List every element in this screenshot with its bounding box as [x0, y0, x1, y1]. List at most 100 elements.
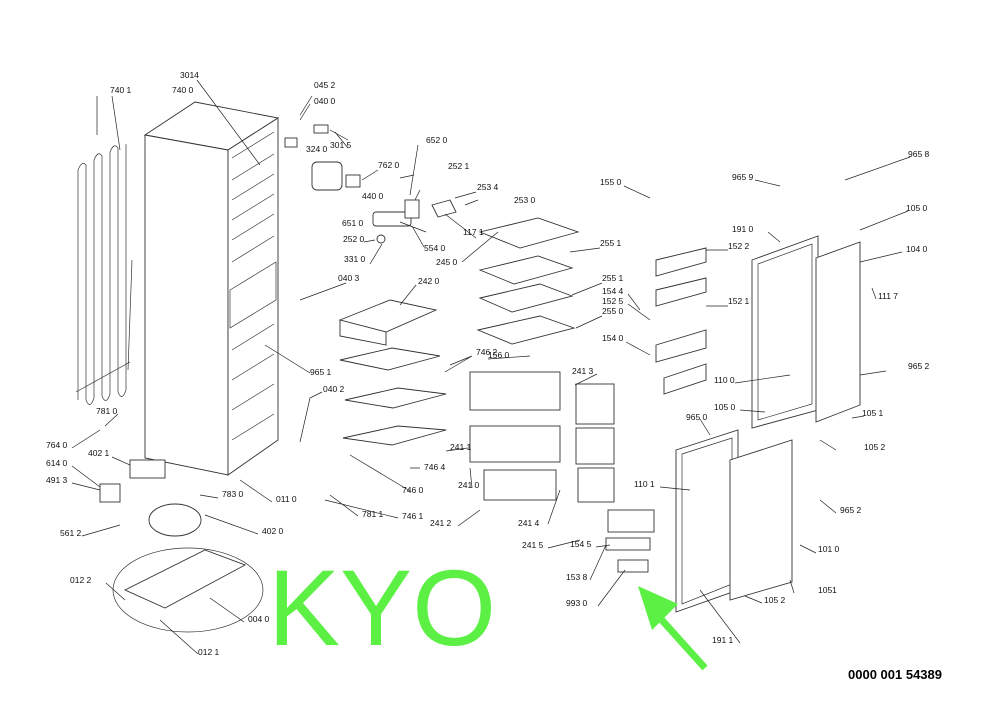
part-label: 783 0: [222, 489, 244, 499]
wire-shelf-2: [344, 387, 447, 409]
flap-241-4: [575, 427, 615, 465]
part-label: 152 5: [602, 296, 624, 306]
part-label: 152 2: [728, 241, 750, 251]
part-label: 105 1: [862, 408, 884, 418]
base-outline: [112, 547, 264, 633]
part-label: 045 2: [314, 80, 336, 90]
part-label: 3014: [180, 70, 199, 80]
part-label: 241 4: [518, 518, 540, 528]
part-label: 241 1: [450, 442, 472, 452]
part-label: 554 0: [424, 243, 446, 253]
cabinet-body: [143, 101, 280, 476]
part-label: 764 0: [46, 440, 68, 450]
part-label: 245 0: [436, 257, 458, 267]
part-label: 241 5: [522, 540, 544, 550]
part-label: 105 0: [906, 203, 928, 213]
part-label: 012 2: [70, 575, 92, 585]
part-label: 117 1: [463, 227, 484, 237]
part-label: 491 3: [46, 475, 68, 485]
freezer-box-side: [339, 319, 387, 346]
flap-241-3: [575, 383, 615, 425]
door-bin-154-0: [663, 363, 707, 395]
flap-241-5: [577, 467, 615, 503]
part-label: 746 4: [424, 462, 446, 472]
part-label: 105 2: [864, 442, 886, 452]
door-bin-152-5: [655, 277, 707, 307]
compressor: [148, 503, 202, 537]
freezer-door-101-0: [729, 439, 793, 601]
fan-motor: [311, 161, 343, 191]
part-label: 156 0: [488, 350, 510, 360]
fridge-door-104-0: [815, 241, 861, 423]
shelf-255-1: [478, 255, 574, 285]
part-label: 965 0: [686, 412, 708, 422]
leader-lines: [71, 79, 911, 655]
part-label: 740 1: [110, 85, 132, 95]
part-label: 740 0: [172, 85, 194, 95]
part-993: [617, 559, 649, 573]
part-label: 155 0: [600, 177, 622, 187]
part-label: 040 3: [338, 273, 360, 283]
part-label: 255 1: [600, 238, 622, 248]
drawer-241-0: [469, 425, 561, 463]
part-label: 255 0: [602, 306, 624, 316]
part-knob: [376, 234, 386, 244]
part-label: 153 8: [566, 572, 588, 582]
part-label: 746 1: [402, 511, 424, 521]
part-label: 011 0: [276, 494, 297, 504]
part-label: 965 1: [310, 367, 332, 377]
part-label: 154 5: [570, 539, 592, 549]
part-label: 301 5: [330, 140, 352, 150]
door-bin-152-2: [655, 247, 707, 277]
door-gasket-inner: [757, 243, 813, 421]
shelf-255-0: [476, 315, 576, 345]
part-label: 331 0: [344, 254, 366, 264]
drawer-241-2: [483, 469, 557, 501]
part-label: 252 0: [343, 234, 365, 244]
part-label: 241 0: [458, 480, 480, 490]
wire-shelf-3: [342, 425, 447, 446]
part-label: 253 0: [514, 195, 536, 205]
part-402-1: [129, 459, 166, 479]
part-label: 1051: [818, 585, 837, 595]
part-small: [404, 199, 420, 219]
condenser-coil: [75, 144, 133, 405]
door-gasket-191-1: [675, 429, 739, 613]
part-label: 241 3: [572, 366, 594, 376]
part-label: 965 8: [908, 149, 930, 159]
part-small: [431, 199, 457, 218]
part-label: 965 9: [732, 172, 754, 182]
part-label: 781 0: [96, 406, 118, 416]
part-label: 402 0: [262, 526, 284, 536]
part-label: 012 1: [198, 647, 220, 657]
part-154-5: [607, 509, 655, 533]
part-label: 241 2: [430, 518, 452, 528]
part-label: 105 2: [764, 595, 786, 605]
part-label: 781 1: [362, 509, 384, 519]
watermark-text: KYO: [268, 547, 496, 668]
part-label: 255 1: [602, 273, 624, 283]
drawer-241-1: [469, 371, 561, 411]
shelf-255-1b: [478, 283, 574, 313]
part-label: 561 2: [60, 528, 82, 538]
part-label: 252 1: [448, 161, 470, 171]
part-small: [345, 174, 361, 188]
door-bin-152-1: [655, 329, 707, 363]
wire-shelf-1: [339, 347, 441, 371]
part-label: 965 2: [840, 505, 862, 515]
shelf-255-1-top: [478, 217, 580, 249]
part-label: 154 4: [602, 286, 624, 296]
reference-number: 0000 001 54389: [848, 667, 942, 682]
part-label: 652 0: [426, 135, 448, 145]
part-label: 040 2: [323, 384, 345, 394]
part-drawings: [71, 79, 911, 655]
part-label: 110 1: [634, 479, 655, 489]
arrow-icon: [638, 586, 708, 671]
part-label: 651 0: [342, 218, 364, 228]
part-label: 746 2: [476, 347, 498, 357]
part-label: 154 0: [602, 333, 624, 343]
part-label: 440 0: [362, 191, 384, 201]
part-label: 110 0: [714, 375, 735, 385]
